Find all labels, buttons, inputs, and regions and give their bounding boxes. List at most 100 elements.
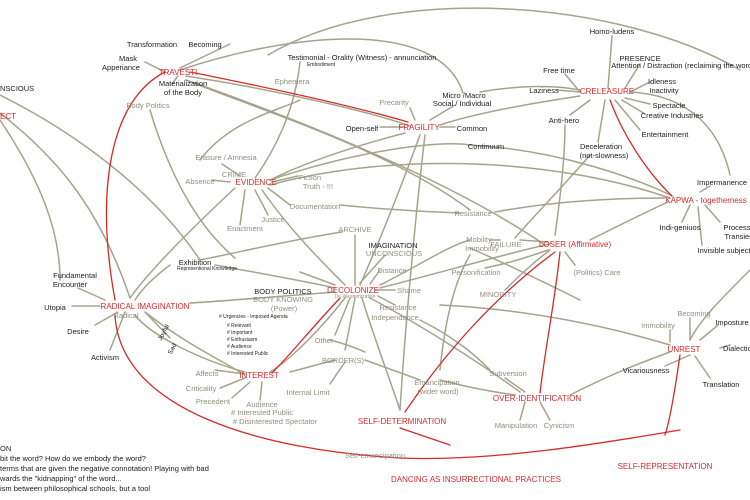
- link-loser-personification: [484, 249, 549, 269]
- node-loser: LOSER (Affirmative): [538, 240, 612, 249]
- node-shame: Shame: [397, 286, 421, 295]
- node-enactment: Enactment: [227, 224, 263, 233]
- node-appearance: Apperiance: [102, 63, 140, 72]
- node-attention: Attention / Distraction (reclaiming the …: [611, 61, 750, 70]
- link-radical-desire: [94, 311, 119, 326]
- node-justice: Justice: [261, 215, 285, 224]
- link-documentation-resistance: [339, 204, 461, 214]
- link-decolonize-overid: [369, 297, 521, 393]
- node-interested-public: # Interested Public: [230, 408, 294, 417]
- node-utopia: Utopia: [44, 303, 66, 312]
- node-internal-limit: Internal Limit: [286, 388, 330, 397]
- node-travesti: TRAVESTI: [158, 68, 198, 77]
- node-desire: Desire: [67, 327, 89, 336]
- link-decolonize-resistance: [377, 295, 396, 306]
- node-fragility: FRAGILITY: [398, 123, 440, 132]
- node-immobility-right: Immobility: [641, 321, 675, 330]
- link-borders-emancipation: [364, 359, 421, 381]
- node-spectacle: Spectacle: [652, 101, 686, 110]
- node-interested-public-hash: # Interested Public: [227, 351, 269, 357]
- link-evidence-erasure-up: [199, 99, 301, 161]
- note-line-5: ism between philosophical schools, but a…: [0, 484, 151, 493]
- node-politics-care: (Politics) Care: [573, 268, 621, 277]
- node-criticality: Criticality: [185, 384, 217, 393]
- node-kapwa: KAPWA - togetherness: [665, 196, 747, 205]
- link-kapwa-invisible: [697, 206, 703, 246]
- node-wider-word: (wider word): [417, 387, 459, 396]
- node-presence: PRESENCE: [619, 54, 661, 63]
- node-manipulation: Manipulation: [494, 421, 538, 430]
- node-resistance: Resistance: [379, 303, 417, 312]
- link-exhibition-decolonize: [214, 264, 336, 289]
- node-anti-hero: Anti-hero: [548, 116, 580, 125]
- link-loser-minority: [504, 249, 551, 291]
- link-independence-subversion: [419, 319, 491, 371]
- node-enthusiasm: # Enthusiasm: [227, 337, 258, 343]
- link-decolonize-selfdet: [361, 297, 401, 411]
- link-creleasure-right: [629, 91, 731, 176]
- node-continuum: Continuum: [467, 142, 505, 151]
- link-fragility-micro: [429, 104, 456, 121]
- node-documentation: Documentation: [289, 202, 341, 211]
- node-affects: Affects: [195, 369, 219, 378]
- node-impermanence: Impermanence: [696, 178, 748, 187]
- node-common: Common: [456, 124, 488, 133]
- red-decolonize-interest: [271, 297, 341, 374]
- link-creleasure-fragility: [439, 95, 581, 126]
- link-creleasure-creative: [621, 99, 646, 115]
- node-independance: Independance: [371, 313, 419, 322]
- link-decolonize-borders: [344, 297, 356, 351]
- node-open-self: Open-self: [345, 124, 379, 133]
- node-creative-industries: Creative Industries: [640, 111, 704, 120]
- node-immobility: Immobility: [465, 244, 499, 253]
- note-line-1: ON: [0, 444, 12, 453]
- link-travesti-fragility: [185, 75, 411, 127]
- link-creleasure-presence: [624, 63, 641, 89]
- node-embodiment: Embodiment: [306, 62, 336, 68]
- node-fundamental: Fundamental: [53, 271, 97, 280]
- node-ect-left: ECT: [0, 112, 16, 121]
- gray-connections: [0, 7, 750, 421]
- node-invisible-subject: Invisible subject: [697, 246, 750, 255]
- node-becoming-top: Becoming: [188, 40, 222, 49]
- node-radical-imagination: RADICAL IMAGINATION: [100, 302, 190, 311]
- link-other-decolonize: [329, 339, 366, 353]
- node-unconscious: UNCONSCIOUS: [365, 249, 423, 258]
- node-personification: Personification: [451, 268, 501, 277]
- link-testimonial-evidence: [254, 61, 301, 179]
- link-borders-interest: [289, 359, 336, 373]
- link-radical-fundamental: [77, 287, 106, 301]
- node-idleness: Idleness: [648, 77, 676, 86]
- node-interest: INTEREST: [239, 371, 279, 380]
- link-overid-emancipation: [439, 379, 516, 396]
- link-decolonize-other: [334, 297, 351, 336]
- node-vicariousness: Vicariousness: [622, 366, 670, 375]
- link-overid-manipulation: [519, 401, 526, 421]
- link-overid-cynicism: [539, 401, 551, 421]
- node-urgencies: # Urgencies - Imposed Agenda: [219, 314, 288, 320]
- link-radical-interest: [144, 311, 241, 373]
- node-audience: Audience: [246, 400, 278, 409]
- node-dialectic: Dialectica: [723, 344, 750, 353]
- link-interest-affects: [214, 369, 246, 375]
- link-loser-care: [564, 251, 576, 266]
- note-line-2: bit the word? How do we embody the word?: [0, 454, 146, 463]
- node-important: # Important: [227, 330, 253, 336]
- link-fragility-decolonize: [359, 134, 421, 286]
- red-travesti-radical: [105, 71, 166, 301]
- link-resistance-kapwa: [494, 197, 666, 213]
- link-fragility-precarity: [409, 107, 416, 121]
- link-interest-criticality: [219, 377, 246, 389]
- node-power: (Power): [270, 304, 298, 313]
- node-borders: BORDER(S): [321, 356, 365, 365]
- node-de-westernization: De-Westernization: [334, 294, 376, 300]
- link-emancipation-up: [439, 254, 471, 371]
- node-not-slowness: (not-slowness): [579, 151, 629, 160]
- node-absence: Absence: [185, 177, 215, 186]
- link-failure-loser: [519, 239, 549, 243]
- node-other: Other: [314, 336, 334, 345]
- node-audience-hash: # Audience: [227, 344, 252, 350]
- link-unrest-dialectic: [719, 344, 731, 349]
- node-body-politics: BODY POLITICS: [254, 287, 312, 296]
